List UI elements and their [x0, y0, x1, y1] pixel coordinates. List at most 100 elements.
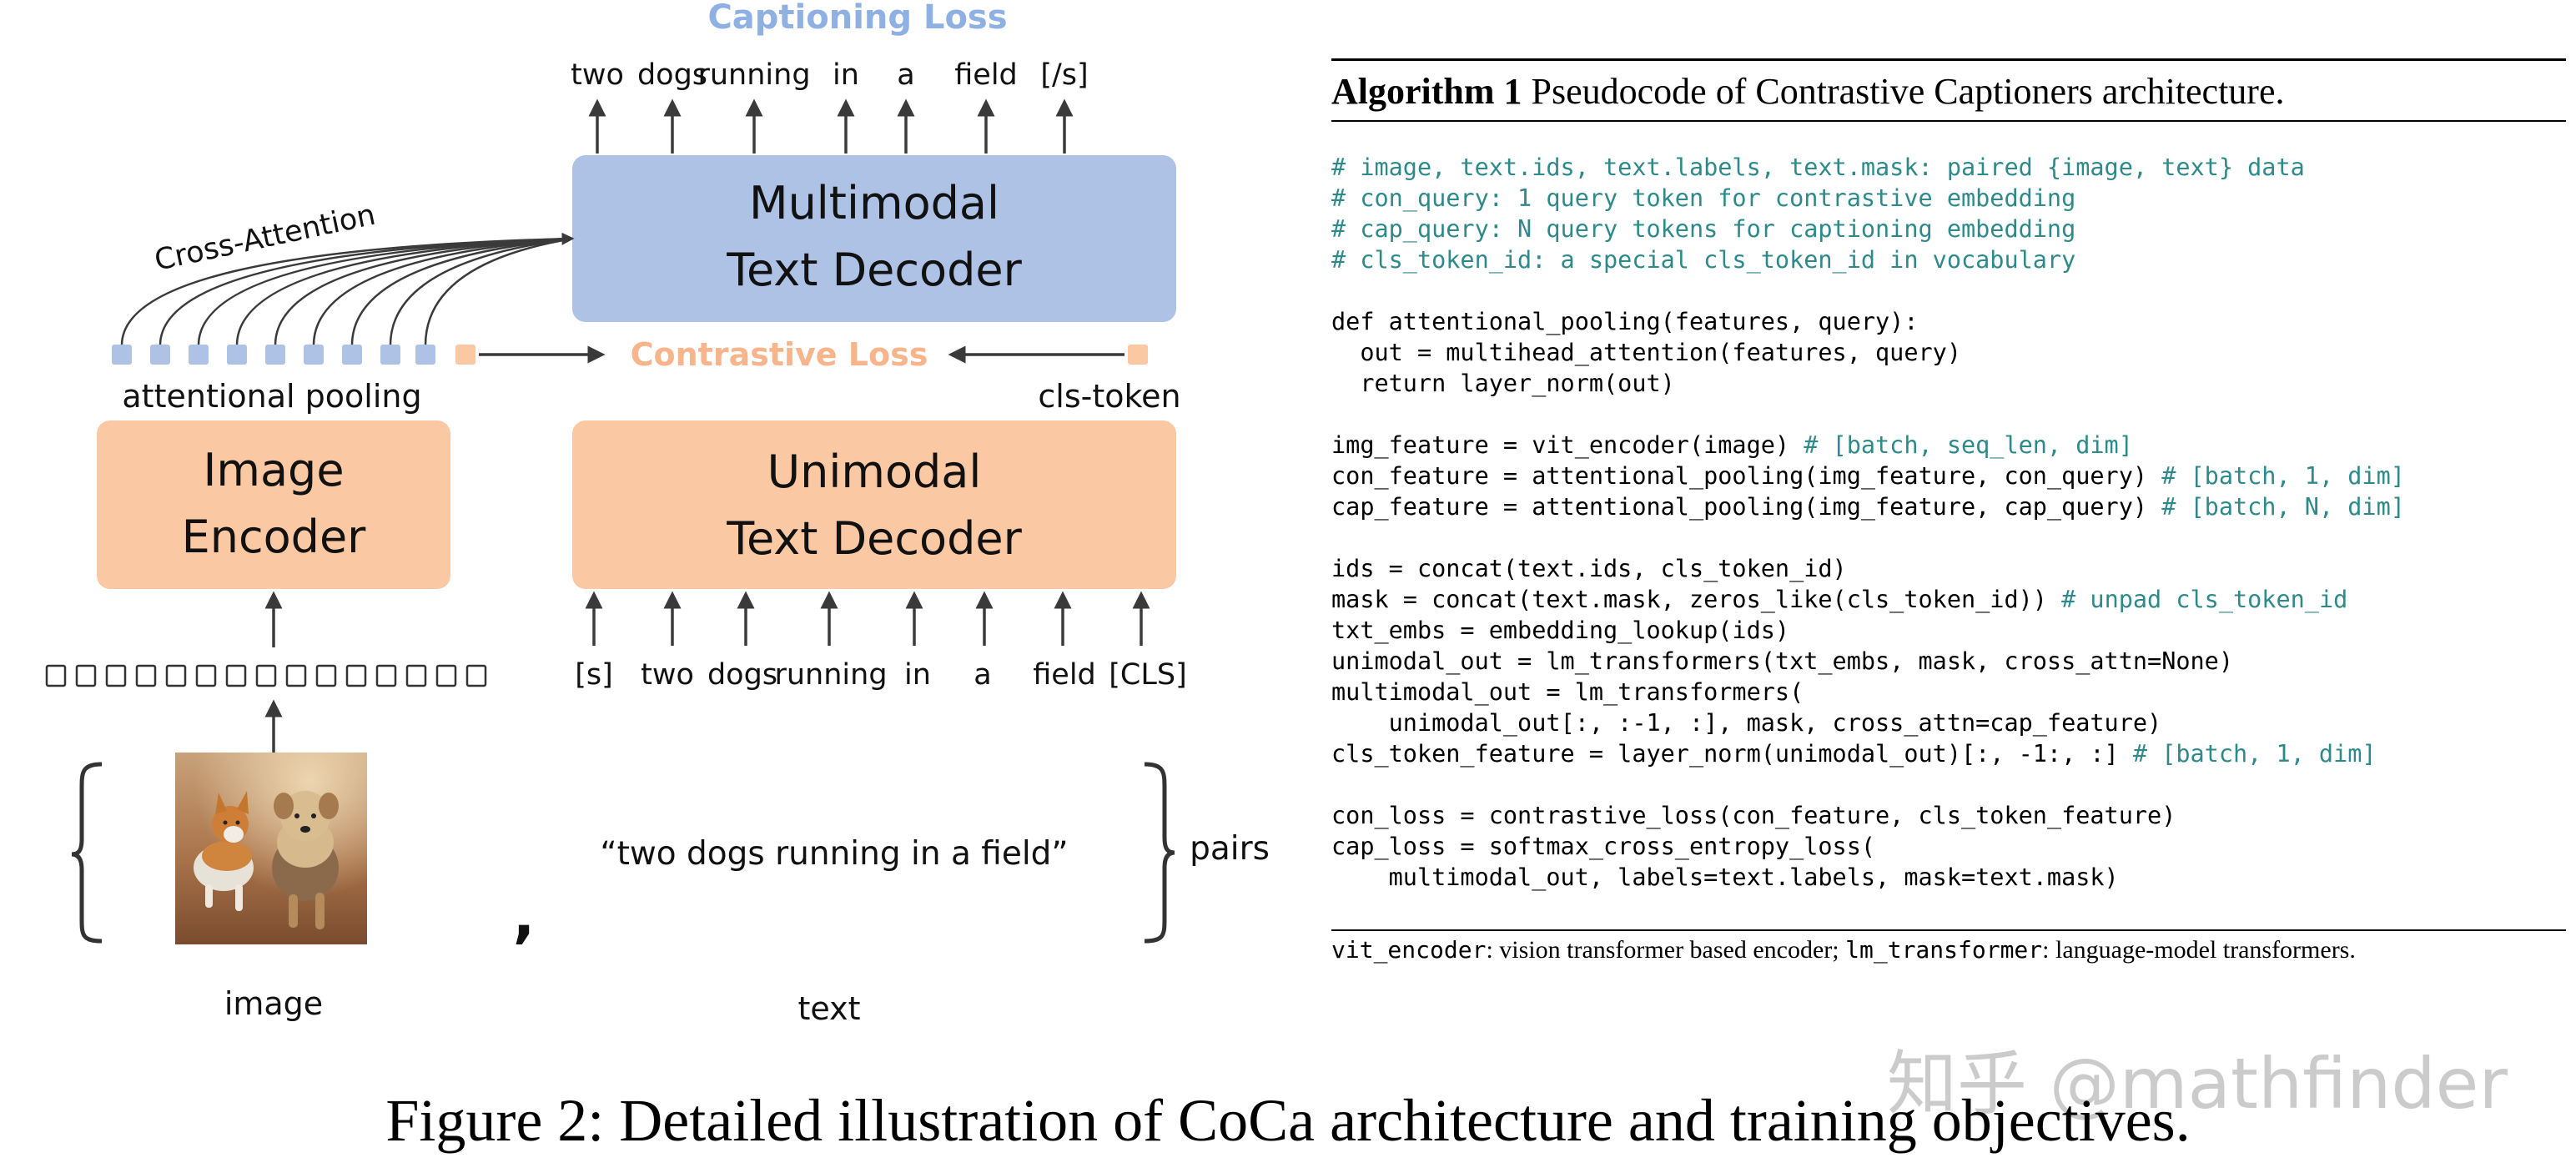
input-token: a	[974, 658, 991, 692]
pairs-label: pairs	[1190, 830, 1270, 868]
unimodal-decoder-label: Unimodal	[767, 446, 982, 498]
code-text: def attentional_pooling(features, query)…	[1331, 308, 1919, 335]
code-comment: # unpad cls_token_id	[2061, 586, 2348, 613]
pooled-query-tokens	[112, 345, 435, 365]
code-line: multimodal_out, labels=text.labels, mask…	[1331, 862, 2405, 893]
pair-text-caption: “two dogs running in a field”	[600, 835, 1068, 873]
left-brace	[71, 762, 103, 944]
pair-comma: ,	[513, 882, 536, 950]
input-token: dogs	[707, 658, 777, 692]
code-line: multimodal_out = lm_transformers(	[1331, 677, 2405, 707]
code-line: # con_query: 1 query token for contrasti…	[1331, 183, 2405, 214]
input-token: two	[641, 658, 694, 692]
code-text: unimodal_out = lm_transformers(txt_embs,…	[1331, 647, 2233, 675]
code-line: unimodal_out = lm_transformers(txt_embs,…	[1331, 646, 2405, 677]
code-text: multimodal_out = lm_transformers(	[1331, 678, 1804, 706]
code-line: return layer_norm(out)	[1331, 368, 2405, 399]
code-line: cls_token_feature = layer_norm(unimodal_…	[1331, 738, 2405, 769]
output-token: field	[954, 58, 1018, 92]
code-comment: # con_query: 1 query token for contrasti…	[1331, 184, 2076, 212]
code-text: unimodal_out[:, :-1, :], mask, cross_att…	[1331, 709, 2162, 737]
algorithm-number: Algorithm 1	[1331, 71, 1522, 112]
code-line: # cls_token_id: a special cls_token_id i…	[1331, 244, 2405, 275]
code-text: return layer_norm(out)	[1331, 370, 1675, 397]
output-token: [/s]	[1040, 58, 1088, 92]
cls-token-label: cls-token	[1038, 378, 1180, 415]
code-line: ids = concat(text.ids, cls_token_id)	[1331, 553, 2405, 584]
input-token: [CLS]	[1109, 658, 1186, 692]
code-text: mask = concat(text.mask, zeros_like(cls_…	[1331, 586, 2062, 613]
contrastive-loss-label: Contrastive Loss	[631, 336, 928, 373]
figure-caption: Figure 2: Detailed illustration of CoCa …	[385, 1087, 2191, 1154]
contrastive-query-token	[455, 345, 475, 365]
unimodal-text-decoder-box	[572, 420, 1176, 589]
code-text: cap_loss = softmax_cross_entropy_loss(	[1331, 833, 1876, 860]
code-line: def attentional_pooling(features, query)…	[1331, 306, 2405, 337]
image-encoder-label: Image	[203, 444, 344, 496]
code-line: out = multihead_attention(features, quer…	[1331, 337, 2405, 368]
attentional-pooling-label: attentional pooling	[122, 378, 421, 415]
code-comment: # cap_query: N query tokens for captioni…	[1331, 215, 2076, 243]
captioning-loss-label: Captioning Loss	[707, 0, 1007, 37]
output-token: running	[697, 58, 810, 92]
code-line: cap_loss = softmax_cross_entropy_loss(	[1331, 831, 2405, 862]
algo-top-rule	[1331, 58, 2566, 61]
input-token: [s]	[575, 658, 613, 692]
cls-token-square	[1128, 345, 1148, 365]
watermark: 知乎 @mathfinder	[1887, 1043, 2508, 1125]
code-line	[1331, 399, 2405, 430]
input-token: running	[774, 658, 887, 692]
code-line: # cap_query: N query tokens for captioni…	[1331, 214, 2405, 244]
footnote-term: vit_encoder	[1331, 936, 1487, 964]
code-comment: # [batch, seq_len, dim]	[1804, 431, 2133, 459]
multimodal-text-decoder-box	[572, 155, 1176, 322]
code-line	[1331, 522, 2405, 553]
algo-bottom-rule	[1331, 929, 2566, 931]
output-token: a	[897, 58, 914, 92]
code-comment: # image, text.ids, text.labels, text.mas…	[1331, 154, 2305, 181]
code-text: img_feature = vit_encoder(image)	[1331, 431, 1804, 459]
image-label: image	[224, 985, 323, 1022]
footnote-desc: : vision transformer based encoder;	[1486, 936, 1846, 964]
code-comment: # cls_token_id: a special cls_token_id i…	[1331, 246, 2076, 274]
code-text: con_loss = contrastive_loss(con_feature,…	[1331, 802, 2176, 829]
algo-mid-rule	[1331, 120, 2566, 122]
code-comment: # [batch, N, dim]	[2161, 493, 2405, 521]
code-text: out = multihead_attention(features, quer…	[1331, 339, 1961, 366]
input-arrows	[585, 591, 1150, 646]
input-token: field	[1033, 658, 1096, 692]
code-line: txt_embs = embedding_lookup(ids)	[1331, 615, 2405, 646]
image-encoder-label: Encoder	[182, 511, 367, 563]
pseudocode: # image, text.ids, text.labels, text.mas…	[1331, 152, 2405, 893]
right-brace	[1144, 762, 1175, 944]
code-line: con_loss = contrastive_loss(con_feature,…	[1331, 800, 2405, 831]
code-line	[1331, 275, 2405, 306]
code-text: multimodal_out, labels=text.labels, mask…	[1331, 863, 2119, 891]
output-token: two	[571, 58, 624, 92]
output-token: dogs	[637, 58, 707, 92]
dogs-photo	[175, 753, 367, 944]
footnote-term: lm_transformer	[1845, 936, 2043, 964]
coca-architecture-diagram: Captioning Loss two dogs running in a fi…	[45, 0, 1270, 1027]
code-text: cls_token_feature = layer_norm(unimodal_…	[1331, 740, 2133, 768]
output-token: in	[833, 58, 859, 92]
code-text: cap_feature = attentional_pooling(img_fe…	[1331, 493, 2162, 521]
code-text: con_feature = attentional_pooling(img_fe…	[1331, 462, 2162, 490]
text-label: text	[798, 990, 861, 1027]
code-line: unimodal_out[:, :-1, :], mask, cross_att…	[1331, 707, 2405, 738]
code-text: ids = concat(text.ids, cls_token_id)	[1331, 555, 1847, 582]
code-line: # image, text.ids, text.labels, text.mas…	[1331, 152, 2405, 183]
image-encoder-box	[97, 420, 450, 589]
output-arrows	[588, 98, 1074, 154]
algorithm-heading: Algorithm 1 Pseudocode of Contrastive Ca…	[1331, 70, 2284, 113]
algorithm-footnote: vit_encoder: vision transformer based en…	[1331, 936, 2356, 964]
code-text: txt_embs = embedding_lookup(ids)	[1331, 617, 1790, 644]
code-comment: # [batch, 1, dim]	[2132, 740, 2377, 768]
footnote-desc: : language-model transformers.	[2042, 936, 2356, 964]
code-line: cap_feature = attentional_pooling(img_fe…	[1331, 491, 2405, 522]
code-comment: # [batch, 1, dim]	[2161, 462, 2405, 490]
cross-attention-curves	[120, 232, 575, 346]
code-line	[1331, 769, 2405, 800]
multimodal-decoder-label: Multimodal	[749, 177, 999, 229]
unimodal-decoder-label: Text Decoder	[726, 512, 1022, 565]
